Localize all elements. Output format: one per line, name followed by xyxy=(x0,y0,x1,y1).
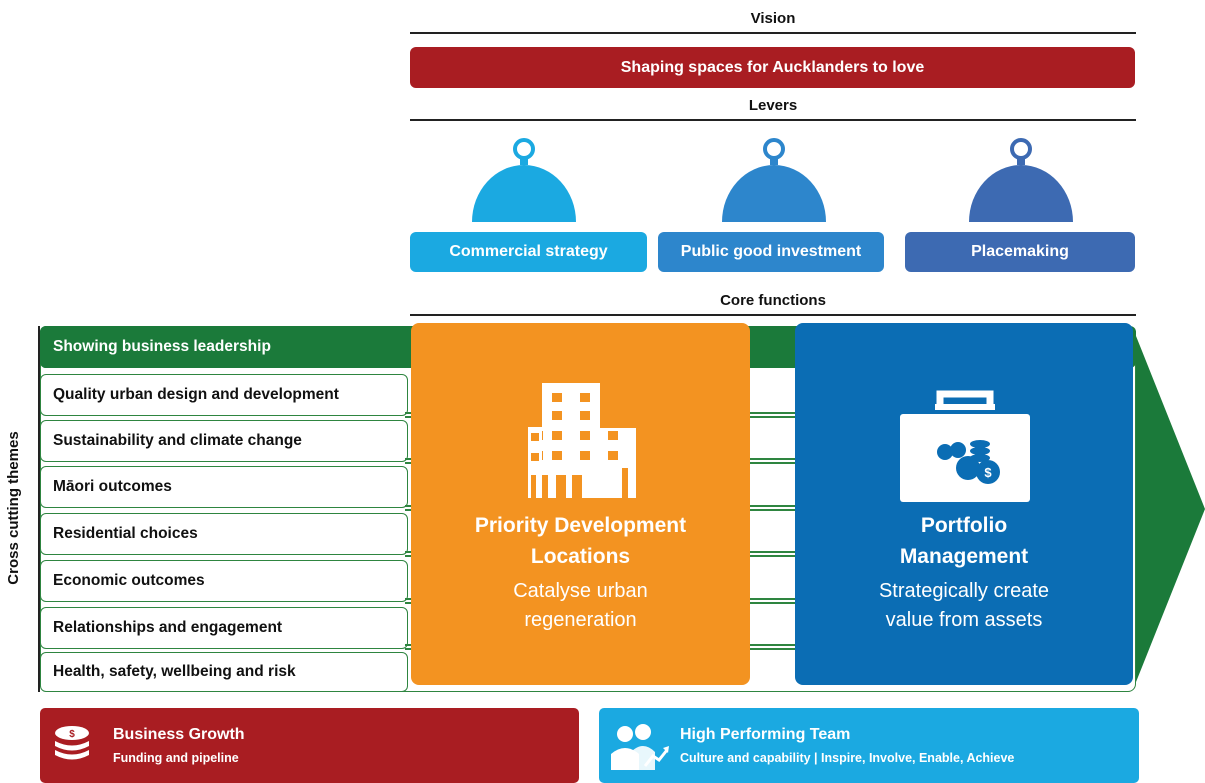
stripe xyxy=(750,505,795,507)
theme-maori-outcomes: Māori outcomes xyxy=(40,466,408,508)
core-portfolio-management: $ Portfolio Management Strategically cre… xyxy=(795,323,1133,685)
cloche-icon xyxy=(472,138,576,222)
high-performing-team-title: High Performing Team xyxy=(680,726,851,743)
lever-placemaking: Placemaking xyxy=(905,232,1135,272)
core-desc-line2: regeneration xyxy=(524,609,637,631)
theme-relationships: Relationships and engagement xyxy=(40,607,408,649)
stripe xyxy=(750,551,795,553)
core-desc-line1: Catalyse urban xyxy=(513,580,648,602)
stripe xyxy=(750,412,795,414)
stripe xyxy=(405,505,413,507)
core-title-line1: Priority Development xyxy=(474,514,687,537)
lever-commercial-strategy: Commercial strategy xyxy=(410,232,647,272)
core-title-line2: Management xyxy=(899,545,1029,568)
core-title-line1: Portfolio xyxy=(920,514,1008,537)
high-performing-team-bar: High Performing Team Culture and capabil… xyxy=(599,708,1139,783)
stripe xyxy=(405,644,413,646)
vision-heading: Vision xyxy=(750,10,796,27)
stripe xyxy=(750,458,795,460)
cross-cutting-bracket xyxy=(38,326,40,692)
stripe xyxy=(750,644,795,646)
levers-heading: Levers xyxy=(748,97,798,114)
arrow-head xyxy=(1136,336,1205,682)
coin-stack-icon: $ xyxy=(55,726,89,760)
briefcase-coins-icon: $ xyxy=(900,390,1030,502)
stripe xyxy=(405,458,413,460)
stripe xyxy=(405,598,413,600)
cross-cutting-label: Cross cutting themes xyxy=(5,431,22,585)
core-desc-line2: value from assets xyxy=(885,609,1043,631)
business-growth-title: Business Growth xyxy=(113,726,245,743)
theme-economic-outcomes: Economic outcomes xyxy=(40,560,408,602)
core-desc-line1: Strategically create xyxy=(878,580,1050,602)
theme-health-safety: Health, safety, wellbeing and risk xyxy=(40,652,408,692)
cloche-icon xyxy=(969,138,1073,222)
theme-residential-choices: Residential choices xyxy=(40,513,408,555)
building-icon xyxy=(528,383,636,498)
business-growth-subtitle: Funding and pipeline xyxy=(113,751,239,765)
core-priority-development-locations: Priority Development Locations Catalyse … xyxy=(411,323,750,685)
cloche-icon xyxy=(722,138,826,222)
core-title-line2: Locations xyxy=(530,545,631,568)
levers-divider xyxy=(410,119,1136,121)
team-growth-icon xyxy=(611,724,669,770)
lever-public-good-investment: Public good investment xyxy=(658,232,884,272)
vision-statement: Shaping spaces for Aucklanders to love xyxy=(410,47,1135,88)
svg-text:$: $ xyxy=(984,465,992,480)
stripe xyxy=(405,551,413,553)
high-performing-team-subtitle: Culture and capability | Inspire, Involv… xyxy=(680,751,1015,765)
vision-divider xyxy=(410,32,1136,34)
core-functions-divider xyxy=(410,314,1136,316)
theme-sustainability: Sustainability and climate change xyxy=(40,420,408,462)
stripe xyxy=(750,598,795,600)
business-growth-bar: $ Business Growth Funding and pipeline xyxy=(40,708,579,783)
theme-quality-urban-design: Quality urban design and development xyxy=(40,374,408,416)
svg-text:$: $ xyxy=(69,729,75,740)
stripe xyxy=(405,412,413,414)
theme-showing-business-leadership: Showing business leadership xyxy=(40,326,408,368)
core-functions-heading: Core functions xyxy=(720,292,826,309)
